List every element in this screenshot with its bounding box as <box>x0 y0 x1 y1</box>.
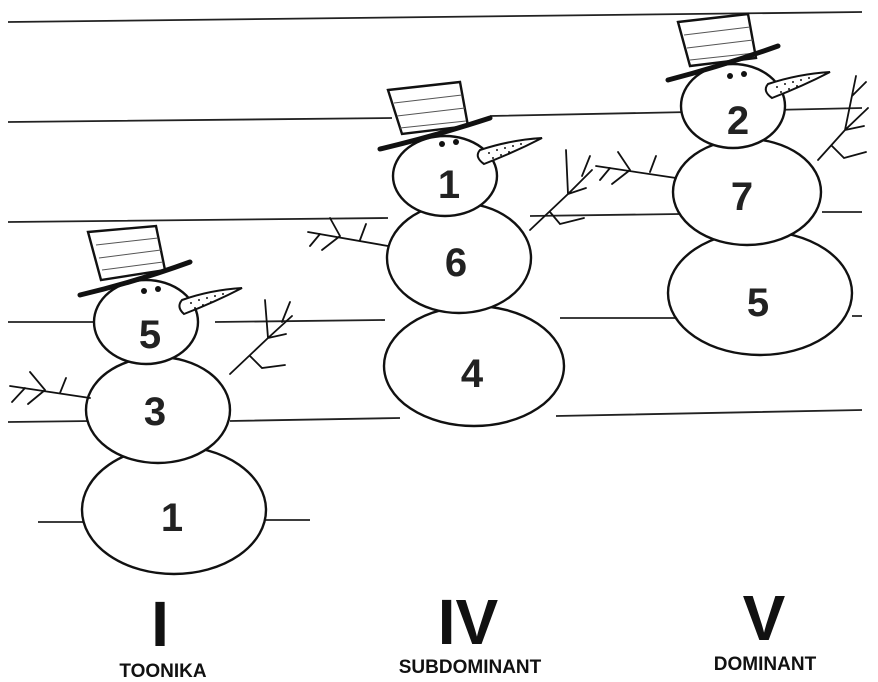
note-middle: 3 <box>144 390 166 434</box>
staff-line-4 <box>8 315 862 323</box>
snowman-head <box>391 134 499 218</box>
roman-numeral-dominant: V <box>743 582 786 654</box>
note-head: 2 <box>727 99 749 143</box>
note-middle: 7 <box>731 175 753 219</box>
eye-icon <box>727 73 733 79</box>
note-bottom: 4 <box>461 352 484 396</box>
carrot-nose-icon <box>764 71 831 100</box>
snowman-head <box>679 62 787 150</box>
snowman-dominant: 2 7 5 <box>595 12 869 357</box>
note-bottom: 5 <box>747 281 769 325</box>
carrot-nose-icon <box>476 137 543 166</box>
staff-line-6 <box>38 519 310 523</box>
staff-lines <box>7 11 863 523</box>
eye-icon <box>439 141 445 147</box>
carrot-nose-icon <box>178 287 243 316</box>
staff-line-2 <box>7 107 863 123</box>
stick-arm-left <box>307 217 389 251</box>
top-hat <box>665 12 781 83</box>
caption-toonika: TOONIKA <box>119 661 207 682</box>
note-head: 1 <box>438 163 460 207</box>
eye-icon <box>155 286 161 292</box>
top-hat <box>77 224 193 298</box>
roman-numeral-subdominant: IV <box>438 586 499 658</box>
stick-arm-left <box>9 371 91 405</box>
note-middle: 6 <box>445 241 467 285</box>
staff-line-1 <box>7 11 863 23</box>
eye-icon <box>741 71 747 77</box>
stick-arm-right <box>817 75 869 161</box>
eye-icon <box>141 288 147 294</box>
caption-subdominant: SUBDOMINANT <box>399 657 542 678</box>
snowman-toonika: 5 3 1 <box>9 224 293 576</box>
staff-line-3 <box>7 211 862 223</box>
stick-arm-right <box>229 299 293 375</box>
stick-arm-right <box>529 149 593 231</box>
staff-line-5 <box>7 409 863 423</box>
snowman-head <box>92 278 200 366</box>
stick-arm-left <box>595 151 677 185</box>
chord-labels: I TOONIKA IV SUBDOMINANT V DOMINANT <box>119 582 816 682</box>
roman-numeral-toonika: I <box>151 588 169 660</box>
snowman-subdominant: 1 6 4 <box>307 80 593 428</box>
top-hat <box>377 80 493 152</box>
note-bottom: 1 <box>161 496 183 540</box>
eye-icon <box>453 139 459 145</box>
caption-dominant: DOMINANT <box>714 654 817 675</box>
note-head: 5 <box>139 313 161 357</box>
